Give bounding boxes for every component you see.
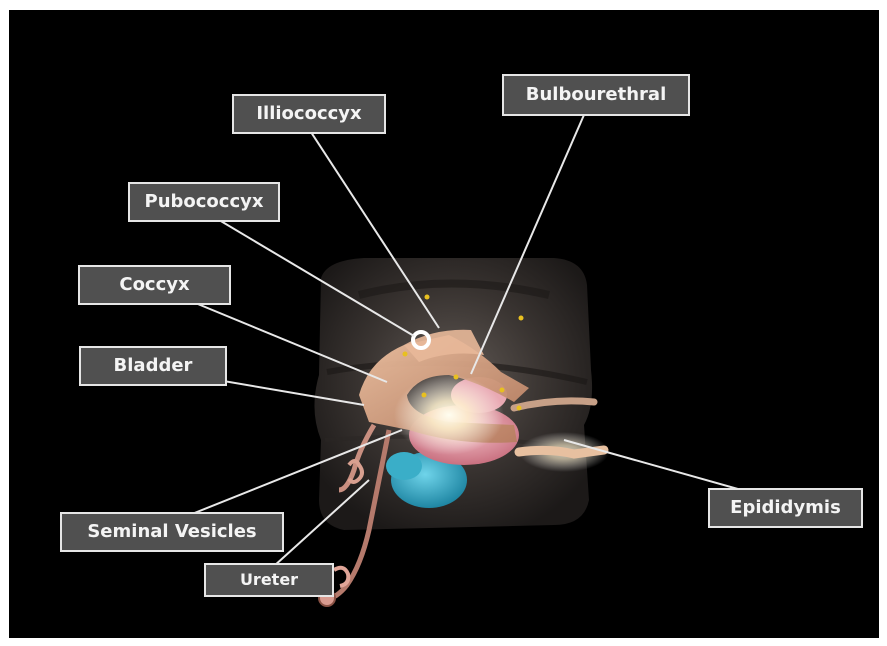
label-pubococcyx-text: Pubococcyx	[145, 193, 264, 211]
label-ureter[interactable]: Ureter	[204, 563, 334, 597]
label-bladder-text: Bladder	[114, 357, 193, 375]
label-ureter-text: Ureter	[240, 572, 298, 588]
marker-dot[interactable]	[403, 352, 408, 357]
label-epididymis-text: Epididymis	[730, 499, 841, 517]
label-bulbourethral[interactable]: Bulbourethral	[502, 74, 690, 116]
label-pubococcyx[interactable]: Pubococcyx	[128, 182, 280, 222]
vesicle-organ-lobe	[386, 452, 422, 480]
marker-dot[interactable]	[517, 406, 522, 411]
epididymis-tube[interactable]	[519, 450, 604, 454]
label-coccyx-text: Coccyx	[119, 276, 189, 294]
label-illiococcyx-text: Illiococcyx	[256, 105, 361, 123]
marker-dot[interactable]	[519, 316, 524, 321]
marker-dot[interactable]	[454, 375, 459, 380]
highlight-glow	[394, 375, 504, 455]
label-bladder[interactable]: Bladder	[79, 346, 227, 386]
label-seminal-vesicles-text: Seminal Vesicles	[87, 523, 256, 541]
marker-dot[interactable]	[422, 393, 427, 398]
marker-dot[interactable]	[425, 295, 430, 300]
marker-dot[interactable]	[500, 388, 505, 393]
ureter-loop	[334, 568, 348, 586]
label-bulbourethral-text: Bulbourethral	[526, 86, 666, 104]
label-coccyx[interactable]: Coccyx	[78, 265, 231, 305]
label-seminal-vesicles[interactable]: Seminal Vesicles	[60, 512, 284, 552]
label-illiococcyx[interactable]: Illiococcyx	[232, 94, 386, 134]
3d-viewport[interactable]: Illiococcyx Bulbourethral Pubococcyx Coc…	[9, 10, 879, 638]
label-epididymis[interactable]: Epididymis	[708, 488, 863, 528]
